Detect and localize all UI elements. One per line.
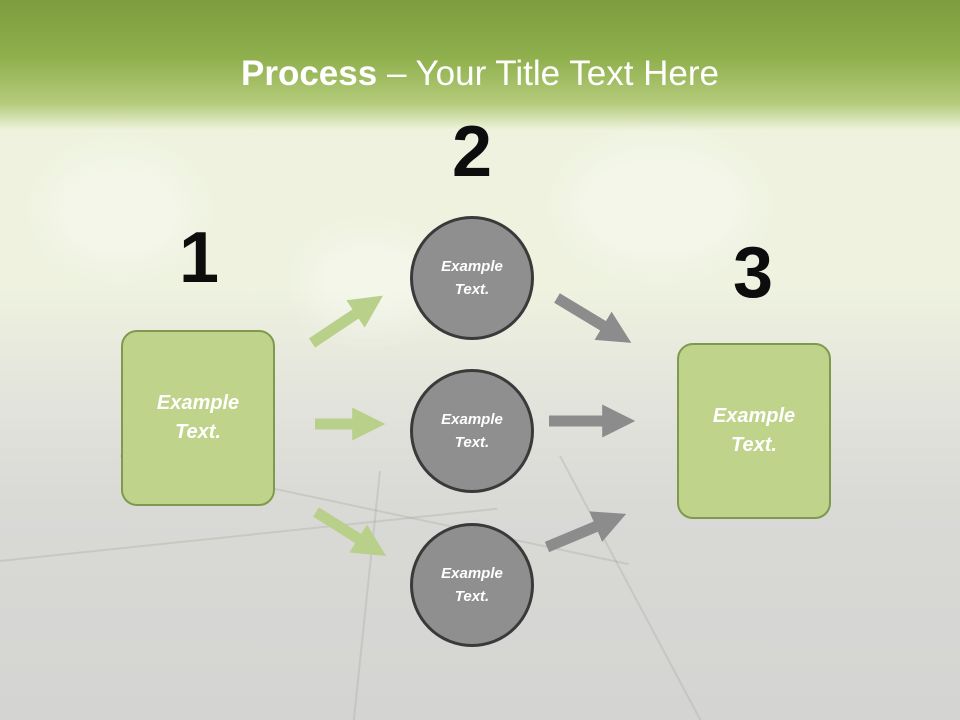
arrow-from-bottom-circle bbox=[544, 511, 627, 553]
bokeh-light bbox=[40, 150, 200, 270]
title-rest: – Your Title Text Here bbox=[377, 54, 719, 93]
step-2-circle-middle: Example Text. bbox=[410, 369, 534, 493]
arrow-from-top-circle bbox=[554, 293, 632, 343]
step-2-circle-top: Example Text. bbox=[410, 216, 534, 340]
step-3-box: Example Text. bbox=[677, 343, 831, 519]
bokeh-light bbox=[560, 140, 760, 270]
circle-bottom-text: Example Text. bbox=[441, 565, 503, 605]
circle-middle-text: Example Text. bbox=[441, 411, 503, 451]
arrow-to-bottom-circle bbox=[313, 507, 387, 557]
step-number-1: 1 bbox=[178, 218, 220, 298]
step-2-circle-bottom: Example Text. bbox=[410, 523, 534, 647]
slide-title: Process – Your Title Text Here bbox=[0, 52, 960, 96]
step-1-box: Example Text. bbox=[121, 330, 275, 506]
step-number-3: 3 bbox=[732, 233, 774, 313]
title-bar bbox=[0, 0, 960, 130]
step-number-2: 2 bbox=[451, 112, 493, 192]
step-1-text: Example Text. bbox=[156, 392, 240, 443]
title-bold: Process bbox=[241, 54, 378, 93]
arrow-to-top-circle bbox=[308, 295, 383, 348]
circle-top-text: Example Text. bbox=[441, 258, 503, 298]
step-3-text: Example Text. bbox=[712, 405, 796, 456]
